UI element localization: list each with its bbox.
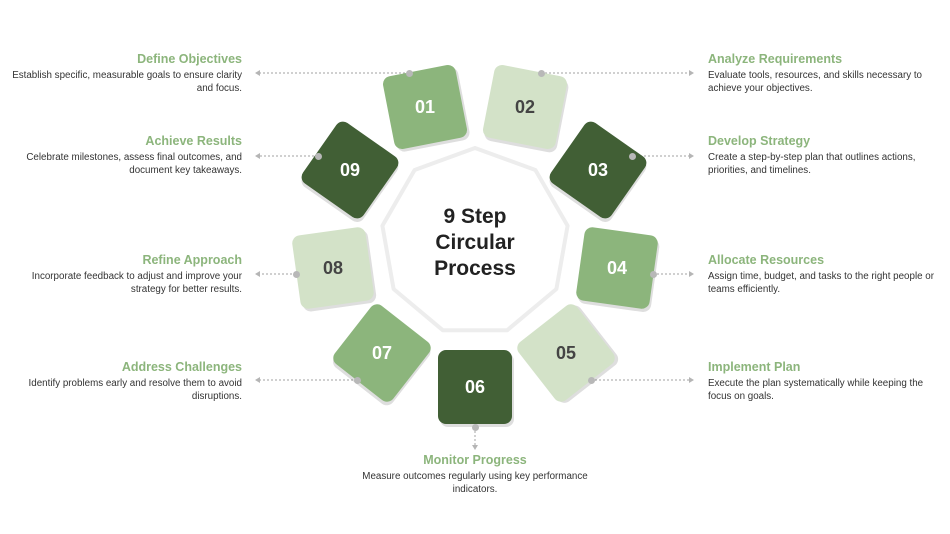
step-number: 06 [464, 377, 486, 397]
connector-dot [628, 152, 636, 160]
center-nonagon [380, 146, 570, 333]
step-description: Celebrate milestones, assess final outco… [26, 152, 242, 176]
step-number: 07 [371, 343, 393, 363]
connector-arrow [689, 153, 694, 159]
step-description: Establish specific, measurable goals to … [12, 70, 242, 94]
step-description: Assign time, budget, and tasks to the ri… [708, 271, 935, 295]
center-title: 9 Step Circular Process [400, 204, 550, 282]
connector-dot [587, 376, 595, 384]
step-title: Define Objectives [137, 52, 242, 66]
step-title: Allocate Resources [708, 253, 825, 267]
step-description: Measure outcomes regularly using key per… [362, 471, 588, 495]
connector-arrow [689, 377, 694, 383]
connector-arrow [689, 271, 694, 277]
step-title: Refine Approach [142, 253, 242, 267]
step-title: Analyze Requirements [708, 52, 843, 66]
connector-dot [537, 69, 545, 77]
step-description: Evaluate tools, resources, and skills ne… [708, 70, 923, 94]
connector-dot [649, 270, 657, 278]
connector-arrow [472, 445, 478, 450]
step-title: Develop Strategy [708, 134, 811, 148]
connector-arrow [255, 377, 260, 383]
step-number: 05 [555, 343, 577, 363]
center-title-line-1: 9 Step [443, 205, 507, 228]
center-title-line-3: Process [434, 257, 516, 280]
center-title-line-2: Circular [435, 231, 515, 254]
step-number: 03 [587, 160, 609, 180]
connector-arrow [255, 70, 260, 76]
step-title: Achieve Results [145, 134, 242, 148]
step-description: Identify problems early and resolve them… [28, 378, 242, 402]
step-description: Create a step-by-step plan that outlines… [708, 152, 916, 176]
step-tile-06 [438, 350, 512, 424]
step-number: 04 [606, 258, 628, 278]
step-title: Implement Plan [708, 360, 801, 374]
connector-arrow [255, 153, 260, 159]
connector-arrow [255, 271, 260, 277]
connector-dot [314, 152, 322, 160]
step-title: Monitor Progress [423, 453, 527, 467]
connector-dot [405, 69, 413, 77]
step-number: 08 [322, 258, 344, 278]
connector-dot [292, 270, 300, 278]
step-number: 09 [339, 160, 361, 180]
step-description: Execute the plan systematically while ke… [708, 378, 924, 402]
step-description: Incorporate feedback to adjust and impro… [31, 271, 242, 295]
step-number: 02 [514, 97, 536, 117]
connector-arrow [689, 70, 694, 76]
step-number: 01 [414, 97, 436, 117]
connector-dot [471, 423, 479, 431]
connector-dot [353, 376, 361, 384]
step-title: Address Challenges [121, 360, 242, 374]
